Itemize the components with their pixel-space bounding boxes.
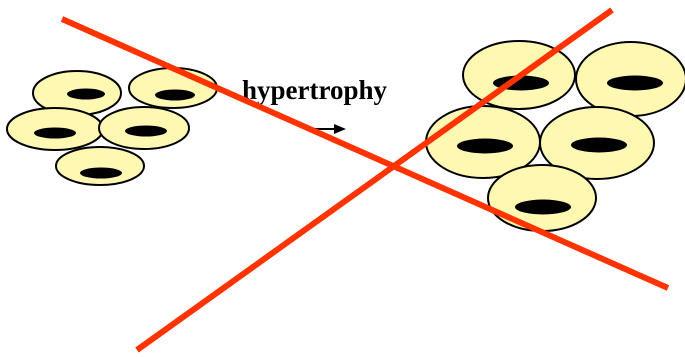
cell-cytoplasm <box>128 67 218 109</box>
small-cell <box>32 70 122 116</box>
arrow-head <box>334 124 346 134</box>
cell-nucleus <box>34 127 76 139</box>
large-cell <box>487 164 597 232</box>
cross-out-line <box>60 16 670 291</box>
hypertrophy-label: hypertrophy <box>242 75 388 105</box>
cell-nucleus <box>80 167 122 179</box>
large-cell <box>539 106 655 180</box>
large-cell <box>575 41 685 117</box>
cell-nucleus <box>155 89 195 101</box>
cross-out-mark <box>60 7 670 353</box>
cell-cytoplasm <box>487 164 597 232</box>
small-cell <box>6 107 104 151</box>
cell-nucleus <box>515 199 571 215</box>
large-cells-group <box>425 40 685 232</box>
cell-nucleus <box>457 138 513 154</box>
cell-nucleus <box>607 75 663 91</box>
small-cell <box>55 146 145 186</box>
cell-nucleus <box>125 125 167 137</box>
cell-nucleus <box>67 88 105 100</box>
cell-cytoplasm <box>55 146 145 186</box>
small-cell <box>98 106 190 150</box>
small-cells-group <box>6 67 218 186</box>
small-cell <box>128 67 218 109</box>
cross-out-line <box>135 7 614 353</box>
cell-nucleus <box>571 137 627 153</box>
